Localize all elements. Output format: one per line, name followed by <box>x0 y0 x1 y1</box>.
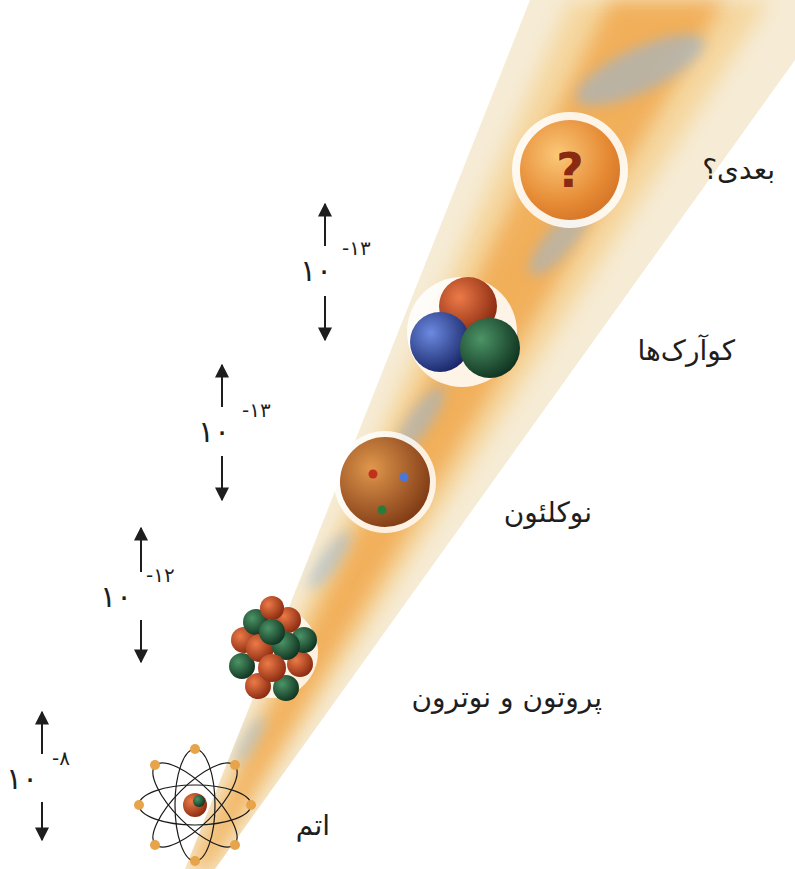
scale-exponent: -۸ <box>52 746 70 771</box>
scale-base: ۱۰ <box>198 413 230 451</box>
scale-arrows <box>42 204 325 840</box>
nucleus-figure <box>226 596 318 701</box>
scale-exponent: -۱۳ <box>342 236 371 261</box>
nucleon-figure <box>334 431 436 533</box>
quarks-figure <box>407 277 520 387</box>
level-name: نوکلئون <box>504 495 592 530</box>
halo <box>512 112 628 228</box>
level-name: پروتون و نوترون <box>412 680 603 715</box>
mystery-ball: ? <box>520 120 620 220</box>
node-text: ? <box>556 142 584 198</box>
scale-exponent: -۱۲ <box>146 563 175 588</box>
scale-base: ۱۰ <box>300 252 332 290</box>
scale-base: ۱۰ <box>6 760 38 798</box>
atom-figure <box>134 744 256 866</box>
level-name: بعدی؟ <box>702 152 775 187</box>
level-name: اتم <box>296 808 330 843</box>
scale-exponent: -۱۳ <box>242 398 271 423</box>
level-name: کوآرک‌ها <box>638 333 735 368</box>
scale-base: ۱۰ <box>100 578 132 616</box>
light-beam <box>185 0 795 869</box>
